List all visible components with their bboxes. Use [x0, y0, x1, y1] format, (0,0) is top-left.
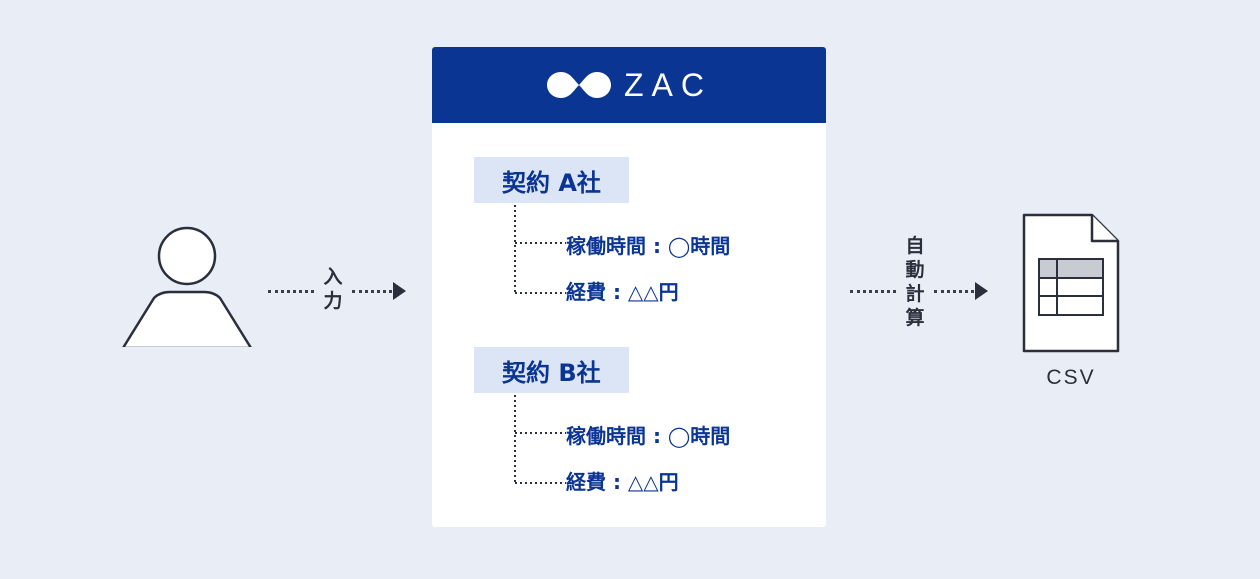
contract-b-tag: 契約 B社 — [474, 347, 629, 393]
calc-arrow-line-right — [934, 290, 974, 293]
calc-label-char: 自 — [905, 235, 925, 257]
calc-arrowhead — [975, 282, 988, 300]
calc-arrow-line-left — [850, 290, 896, 293]
user-icon — [120, 226, 254, 350]
input-arrowhead — [393, 282, 406, 300]
csv-label: CSV — [1046, 366, 1096, 389]
zac-logo: ZAC — [546, 67, 712, 104]
csv-file-icon — [1022, 213, 1120, 353]
calc-label-char: 動 — [905, 259, 925, 281]
input-arrow-line-right — [352, 290, 392, 293]
input-label: 入 力 — [315, 265, 351, 313]
contract-a-expenses: 経費 : △△円 — [566, 280, 679, 304]
calc-label-char: 計 — [905, 283, 925, 305]
input-label-char: 入 — [323, 266, 343, 288]
zac-wordmark: ZAC — [624, 66, 712, 103]
zac-panel: ZAC 契約 A社 稼働時間 : ◯時間 経費 : △△円 契約 B社 稼働時間… — [432, 47, 826, 527]
contract-a-hours: 稼働時間 : ◯時間 — [566, 234, 731, 258]
contract-a-tree — [514, 205, 566, 294]
contract-b-tree — [514, 395, 566, 484]
zac-header: ZAC — [432, 47, 826, 123]
zac-logo-icon — [547, 72, 611, 98]
contract-b-hours: 稼働時間 : ◯時間 — [566, 424, 731, 448]
contract-b-expenses: 経費 : △△円 — [566, 470, 679, 494]
calc-label-char: 算 — [905, 307, 925, 329]
calc-label: 自 動 計 算 — [897, 234, 933, 330]
input-label-char: 力 — [323, 290, 343, 312]
contract-a-tag: 契約 A社 — [474, 157, 629, 203]
input-arrow-line-left — [268, 290, 314, 293]
